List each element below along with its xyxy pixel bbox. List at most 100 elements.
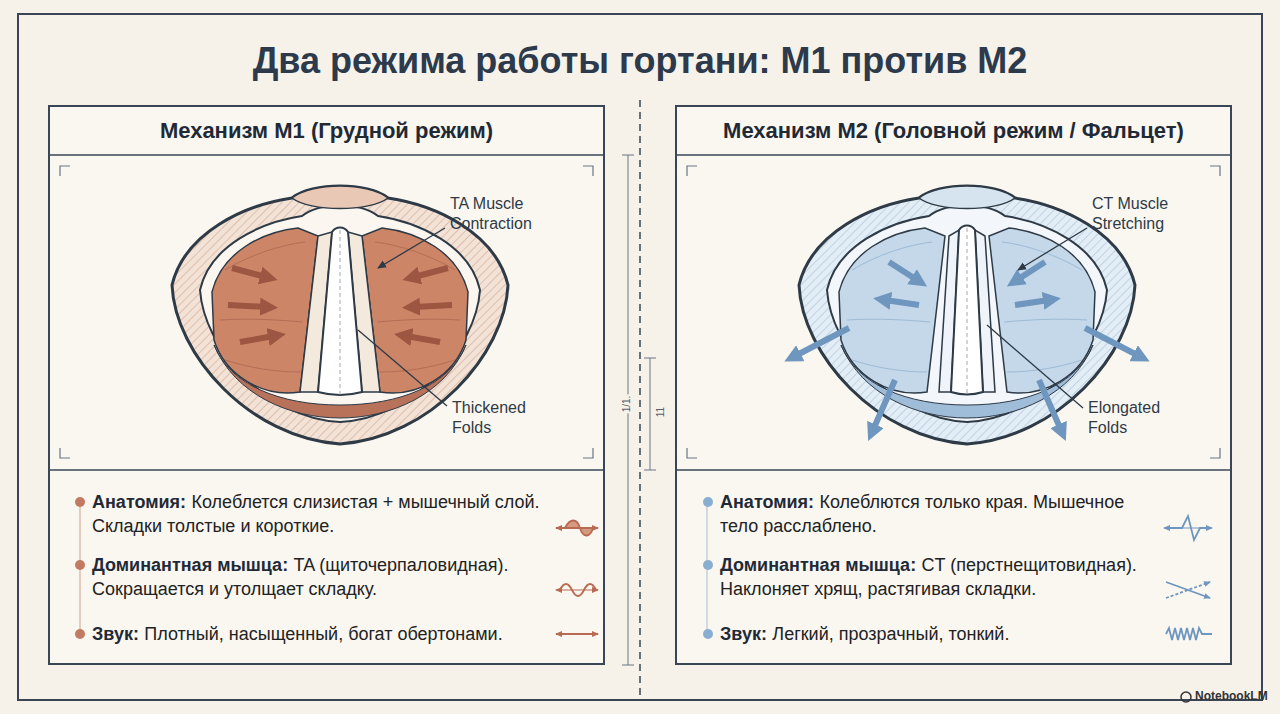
larynx-m2 <box>839 228 945 393</box>
larynx-m2 <box>1015 300 1049 305</box>
larynx-m1 <box>318 228 362 396</box>
larynx-m1 <box>225 360 300 372</box>
panel-ground <box>675 105 1232 665</box>
larynx-m1 <box>380 360 455 372</box>
leader-line <box>358 330 447 406</box>
bullet-row: Доминантная мышца:TA (щиточерпаловидная)… <box>92 553 552 601</box>
larynx-m1 <box>414 268 448 277</box>
callout-label: CT Muscle Stretching <box>1092 194 1204 234</box>
dimension-mark: 1/1. <box>621 395 633 414</box>
panel-rule <box>675 469 1232 471</box>
larynx-m2 <box>1017 262 1045 280</box>
bullet-dot <box>75 560 85 570</box>
corner-marks <box>687 448 697 458</box>
panel-heading: Механизм М1 (Грудной режим) <box>50 107 603 155</box>
dimension-lines <box>644 358 656 359</box>
wave-icons-m1 <box>556 633 598 635</box>
bullet-dot <box>703 629 713 639</box>
larynx-m2 <box>827 206 1107 423</box>
bullet-dot <box>75 629 85 639</box>
dimension-lines <box>622 665 634 666</box>
bullet-row: Анатомия:Колеблются только края. Мышечно… <box>720 490 1160 538</box>
larynx-m1 <box>377 319 460 322</box>
larynx-m1 <box>228 305 266 307</box>
bullet-text: Легкий, прозрачный, тонкий. <box>772 624 1009 644</box>
bullet-term: Анатомия: <box>92 492 186 512</box>
larynx-m1 <box>406 336 440 342</box>
wave-icons-m2 <box>1166 582 1210 598</box>
bullet-term: Звук: <box>92 624 139 644</box>
larynx-m2 <box>951 226 983 395</box>
watermark-icon <box>1181 692 1191 702</box>
larynx-m2 <box>889 262 917 280</box>
wave-icons-m2 <box>1164 516 1212 640</box>
bullet-term: Доминантная мышца: <box>92 555 288 575</box>
larynx-m2 <box>852 360 927 372</box>
leader-line <box>987 325 1083 408</box>
bullet-row: Доминантная мышца:CT (перстнещитовидная)… <box>720 553 1160 601</box>
leader-line <box>1018 228 1087 270</box>
larynx-m1 <box>240 336 274 342</box>
callout-label: Thickened Folds <box>452 398 552 438</box>
larynx-m1 <box>200 206 480 423</box>
larynx-m2 <box>1007 360 1082 372</box>
corner-marks <box>687 166 697 176</box>
panel-ground <box>48 105 605 665</box>
larynx-m2 <box>795 328 849 356</box>
callout-label: TA Muscle Contraction <box>450 194 562 234</box>
corner-marks <box>583 448 593 458</box>
larynx-m2 <box>873 380 895 430</box>
corner-marks <box>60 166 70 176</box>
panel-rule <box>48 469 605 471</box>
bullet-term: Звук: <box>720 624 767 644</box>
larynx-m1 <box>228 268 452 342</box>
wave-icons-m2 <box>1166 582 1210 598</box>
bullet-term: Анатомия: <box>720 492 814 512</box>
larynx-m1 <box>220 319 303 322</box>
larynx-m2 <box>1039 380 1061 430</box>
diagram-title: Два режима работы гортани: М1 против М2 <box>0 36 1280 86</box>
corner-marks <box>60 448 70 458</box>
larynx-m1 <box>232 268 266 277</box>
larynx-m2 <box>795 262 1139 430</box>
panel-heading: Механизм М2 (Головной режим / Фальцет) <box>677 107 1230 155</box>
larynx-m2 <box>1085 328 1139 356</box>
outer-frame <box>18 14 1262 700</box>
bullet-rail <box>706 504 707 636</box>
corner-marks <box>583 166 593 176</box>
panel-rule <box>48 154 605 156</box>
bullet-row: Звук:Плотный, насыщенный, богат обертона… <box>92 622 552 646</box>
dimension-lines <box>644 470 656 471</box>
larynx-m2 <box>1004 319 1087 322</box>
larynx-m2 <box>847 319 930 322</box>
larynx-m1 <box>292 186 388 209</box>
wave-icons-m1 <box>565 521 593 536</box>
corner-marks <box>1210 448 1220 458</box>
dimension-lines <box>622 155 634 156</box>
bullet-dot <box>703 497 713 507</box>
wave-icons-m2 <box>1170 516 1208 540</box>
larynx-m2 <box>989 228 1095 393</box>
larynx-m2 <box>799 186 1135 444</box>
wave-icons-m2 <box>1166 628 1212 640</box>
callout-label: Elongated Folds <box>1088 398 1188 438</box>
larynx-m1 <box>414 305 452 307</box>
larynx-m1 <box>340 230 341 395</box>
dimension-mark: 11 <box>655 406 667 418</box>
panel-rule <box>675 154 1232 156</box>
larynx-m2 <box>795 186 1139 444</box>
wave-icons-m1 <box>560 584 596 596</box>
larynx-m1 <box>225 242 305 270</box>
wave-icons-m1 <box>556 521 598 635</box>
bullet-row: Анатомия:Колеблется слизистая + мышечный… <box>92 490 552 538</box>
larynx-m2 <box>885 300 919 305</box>
watermark: NotebookLM <box>1195 689 1268 704</box>
dimension-lines <box>622 155 656 665</box>
dimension-lines <box>650 358 651 470</box>
corner-marks <box>1210 166 1220 176</box>
leader-line <box>378 228 445 268</box>
bullet-rail <box>79 504 80 636</box>
bullet-dot <box>75 497 85 507</box>
